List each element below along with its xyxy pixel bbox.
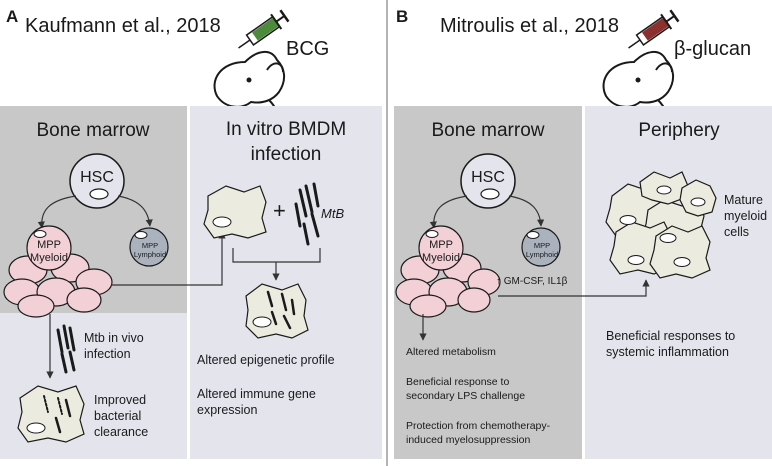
beneficial-lps-2: secondary LPS challenge [406, 390, 525, 402]
mpp-lymphoid-cell-b: MPP Lymphoid [521, 227, 561, 267]
mpp-myeloid-label-a-1: MPP [37, 239, 61, 251]
mpp-myeloid-nucleus-b [425, 230, 439, 238]
panel-a-invitro-title-1: In vitro BMDM [226, 119, 346, 140]
mature-cell-nuclei [619, 185, 706, 267]
mpp-myeloid-label-b-1: MPP [429, 239, 453, 251]
arrow-hsc-lymphoid-b [508, 195, 545, 227]
mtb-in-vivo-icon [56, 324, 76, 374]
mtb-in-vivo-2: infection [84, 347, 131, 361]
arrow-hsc-myeloid-a [37, 195, 77, 229]
improved-1: Improved [94, 393, 146, 407]
panel-b-bone-marrow-title: Bone marrow [432, 120, 545, 141]
cytokines-label: ↑ GM-CSF, IL1β [496, 276, 568, 287]
altered-epigenetic: Altered epigenetic profile [197, 353, 335, 367]
arrow-hsc-lymphoid-a [117, 195, 153, 227]
mpp-lymphoid-label-a-2: Lymphoid [134, 250, 166, 259]
panel-a-bone-marrow-title: Bone marrow [37, 120, 150, 141]
protection-1: Protection from chemotherapy- [406, 420, 551, 432]
panel-a-invitro-title-2: infection [251, 144, 322, 165]
hsc-label-a: HSC [80, 169, 114, 186]
hsc-label-b: HSC [471, 169, 505, 186]
mtb-label: MtB [321, 206, 344, 221]
mtb-in-vivo-1: Mtb in vivo [84, 331, 144, 345]
syringe-glucan-icon [628, 9, 680, 49]
mpp-myeloid-nucleus-a [33, 230, 47, 238]
bmdm-cell [203, 185, 267, 239]
arrow-bm-to-invitro [112, 231, 226, 286]
mature-label-1: Mature [724, 193, 763, 207]
improved-3: clearance [94, 425, 148, 439]
beneficial-systemic-1: Beneficial responses to [606, 329, 735, 343]
arrow-bm-to-periphery [498, 279, 650, 297]
altered-immune-2: expression [197, 403, 257, 417]
treatment-glucan: β-glucan [674, 38, 751, 60]
hsc-cell-a: HSC [69, 153, 125, 209]
panel-a-citation: Kaufmann et al., 2018 [25, 15, 221, 37]
altered-metabolism: Altered metabolism [406, 346, 496, 358]
mature-label-3: cells [724, 225, 749, 239]
mpp-myeloid-label-b-2: Myeloid [422, 252, 460, 264]
mpp-myeloid-label-a-2: Myeloid [30, 252, 68, 264]
beneficial-systemic-2: systemic inflammation [606, 345, 729, 359]
mpp-lymphoid-label-b-2: Lymphoid [526, 250, 558, 259]
panel-a: A Kaufmann et al., 2018 BCG Bone marrow … [0, 7, 382, 459]
panel-b-periphery-bg [585, 106, 772, 459]
plus-sign: + [273, 198, 286, 223]
panel-b: B Mitroulis et al., 2018 β-glucan Bone m… [394, 7, 772, 459]
mpp-lymphoid-label-a-1: MPP [142, 241, 158, 250]
panel-a-letter: A [6, 7, 18, 26]
arrow-hsc-myeloid-b [429, 195, 468, 229]
mature-myeloid-cells [605, 171, 717, 279]
mature-label-2: myeloid [724, 209, 767, 223]
cleared-cell [17, 385, 85, 443]
hsc-cell-b: HSC [460, 153, 516, 209]
mpp-myeloid-cluster-a [3, 225, 113, 318]
infected-bmdm-cell [245, 283, 309, 339]
altered-immune-1: Altered immune gene [197, 387, 316, 401]
mpp-lymphoid-label-b-1: MPP [534, 241, 550, 250]
improved-2: bacterial [94, 409, 141, 423]
mpp-lymphoid-cell-a: MPP Lymphoid [129, 227, 169, 267]
protection-2: induced myelosuppression [406, 434, 530, 446]
mouse-icon [213, 51, 285, 123]
panel-b-periphery-title: Periphery [638, 120, 720, 141]
beneficial-lps-1: Beneficial response to [406, 376, 509, 388]
mtb-bacteria-icon [294, 182, 320, 246]
syringe-bcg-icon [238, 9, 290, 49]
treatment-bcg: BCG [286, 38, 329, 60]
panel-b-citation: Mitroulis et al., 2018 [440, 15, 619, 37]
mpp-myeloid-cluster-b [395, 225, 501, 318]
panel-b-letter: B [396, 7, 408, 26]
